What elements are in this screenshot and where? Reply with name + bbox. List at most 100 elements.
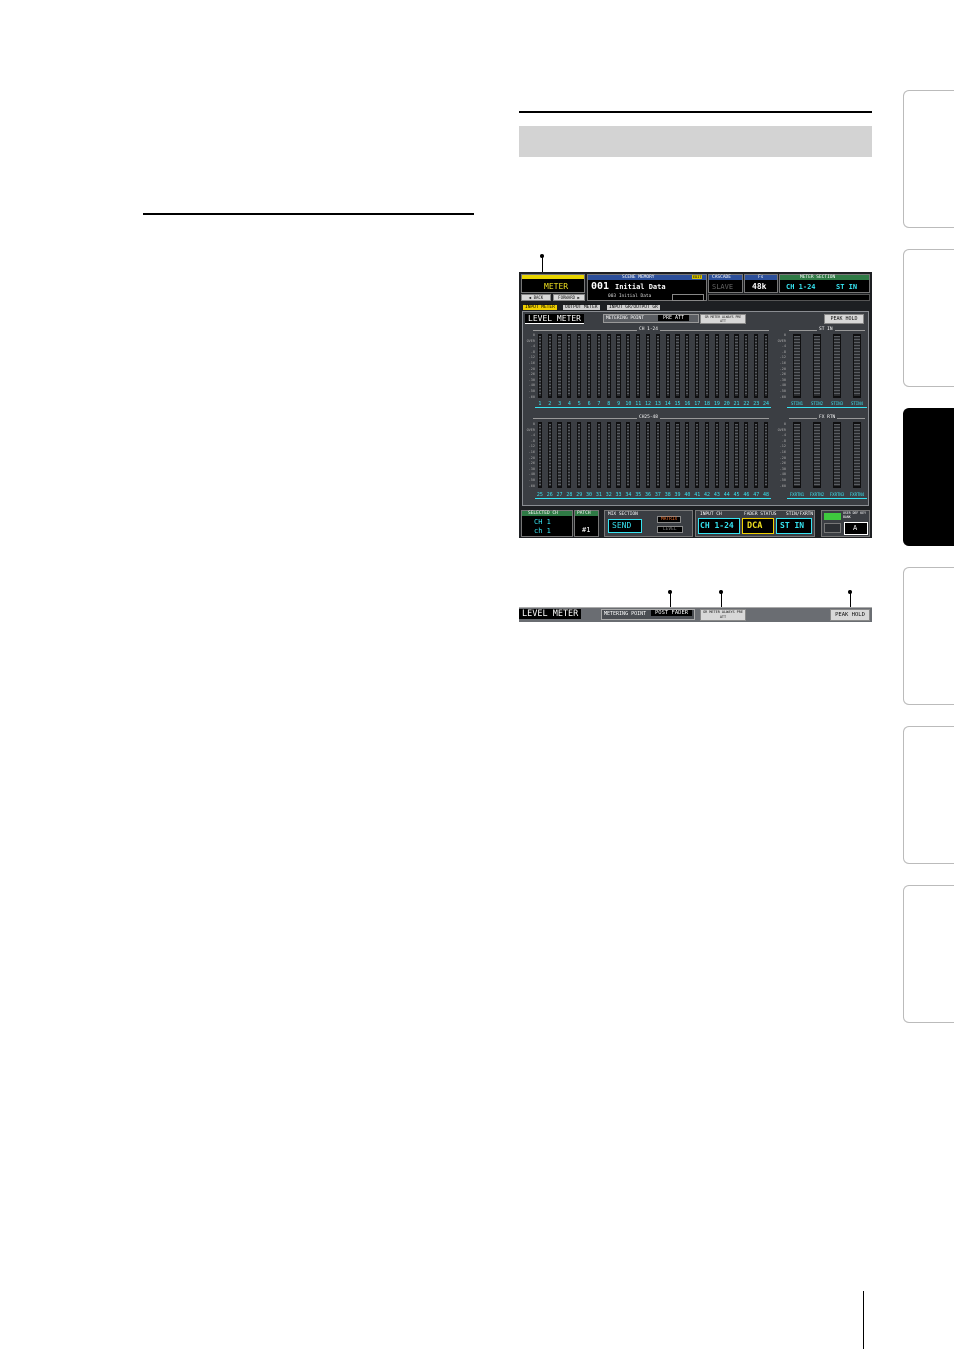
channel-number[interactable]: 18 [704, 401, 711, 407]
channel-number[interactable]: 35 [635, 492, 642, 498]
user-key-value[interactable]: A [853, 524, 858, 532]
channel-number[interactable]: STIN3 [830, 401, 844, 406]
channel-number[interactable]: 38 [664, 492, 671, 498]
channel-number[interactable]: 28 [566, 492, 573, 498]
scale-tick-label: -26 [528, 372, 535, 377]
channel-number[interactable]: 29 [576, 492, 583, 498]
channel-number[interactable]: 9 [617, 401, 621, 407]
channel-number[interactable]: 13 [654, 401, 661, 407]
detail-gr-meter-button[interactable]: GR METER ALWAYS PRE ATT [700, 609, 746, 621]
meter-section-stin[interactable]: ST IN [836, 283, 858, 291]
selected-ch-box[interactable]: SELECTED CH CH 1 ch 1 [521, 510, 573, 537]
channel-number[interactable]: 48 [763, 492, 770, 498]
chapter-tab-2[interactable] [903, 249, 954, 387]
channel-number[interactable]: 30 [586, 492, 593, 498]
channel-number[interactable]: 5 [577, 401, 581, 407]
channel-number[interactable]: 26 [546, 492, 553, 498]
mix-matrix-button[interactable]: MATRIX [657, 516, 682, 523]
mix-level-button[interactable]: LEVEL [657, 526, 683, 533]
channel-number[interactable]: 23 [753, 401, 760, 407]
channel-number[interactable]: 2 [548, 401, 552, 407]
chapter-tab-4[interactable] [903, 567, 954, 705]
channel-number[interactable]: 22 [743, 401, 750, 407]
channel-number[interactable]: 12 [645, 401, 652, 407]
channel-number[interactable]: 31 [595, 492, 602, 498]
gr-meter-pre-att-button[interactable]: GR METER ALWAYS PRE ATT [700, 314, 746, 324]
channel-number[interactable]: 27 [556, 492, 563, 498]
channel-number[interactable]: 8 [607, 401, 611, 407]
channel-number[interactable]: 32 [605, 492, 612, 498]
chapter-tab-5[interactable] [903, 726, 954, 864]
tab-input-meter[interactable]: INPUT METER [523, 305, 557, 310]
channel-number[interactable]: 24 [763, 401, 770, 407]
channel-number[interactable]: STIN1 [790, 401, 804, 406]
scale-tick-label: -26 [779, 461, 786, 466]
channel-number[interactable]: 15 [674, 401, 681, 407]
chapter-tab-3-active[interactable] [903, 408, 954, 546]
channel-number[interactable]: 44 [723, 492, 730, 498]
detail-peak-hold-button[interactable]: PEAK HOLD [830, 609, 870, 621]
back-button[interactable]: ◀ BACK [521, 294, 551, 301]
channel-number[interactable]: 4 [567, 401, 571, 407]
scale-tick-label: -4 [530, 433, 535, 438]
channel-number[interactable]: 25 [536, 492, 543, 498]
channel-number[interactable]: 14 [664, 401, 671, 407]
channel-number[interactable]: STIN4 [850, 401, 864, 406]
scene-memory-box[interactable]: SCENE MEMORY EDIT 001 Initial Data 003 I… [587, 274, 707, 301]
scale-tick-label: -30 [528, 377, 535, 382]
channel-number[interactable]: 45 [733, 492, 740, 498]
channel-number[interactable]: 1 [538, 401, 542, 407]
channel-number[interactable]: 46 [743, 492, 750, 498]
channel-number[interactable]: FXRTN4 [849, 492, 865, 497]
level-meter-bar [675, 422, 680, 488]
chapter-tab-6[interactable] [903, 885, 954, 1023]
channel-number[interactable]: 33 [615, 492, 622, 498]
channel-number-underline [787, 407, 867, 408]
tab-output-meter[interactable]: OUTPUT METER [563, 305, 600, 310]
tab-gr-meter[interactable]: INPUT GR/OUTPUT GR [607, 305, 660, 310]
mix-section-value[interactable]: SEND [612, 521, 632, 530]
level-meter-bar [832, 334, 841, 398]
channel-number[interactable]: 6 [587, 401, 591, 407]
next-scene: 003 Initial Data [608, 294, 652, 299]
channel-number[interactable]: FXRTN3 [829, 492, 845, 497]
channel-number[interactable]: 20 [723, 401, 730, 407]
channel-number[interactable]: FXRTN1 [789, 492, 805, 497]
channel-number[interactable]: 42 [704, 492, 711, 498]
channel-number[interactable]: 47 [753, 492, 760, 498]
channel-number[interactable]: 41 [694, 492, 701, 498]
channel-number[interactable]: 40 [684, 492, 691, 498]
channel-number[interactable]: 19 [713, 401, 720, 407]
level-meter-bar [665, 422, 670, 488]
fader-status-value[interactable]: DCA [747, 521, 763, 531]
channel-number[interactable]: 10 [625, 401, 632, 407]
patch-label: PATCH [577, 511, 591, 516]
forward-button[interactable]: FORWARD ▶ [553, 294, 585, 301]
meter-section-ch[interactable]: CH 1-24 [786, 283, 816, 291]
level-meter-bar [655, 334, 660, 398]
chapter-tab-1[interactable] [903, 90, 954, 228]
input-ch-value[interactable]: CH 1-24 [700, 521, 734, 530]
channel-number[interactable]: 7 [597, 401, 601, 407]
channel-number[interactable]: 16 [684, 401, 691, 407]
channel-number[interactable]: STIN2 [810, 401, 824, 406]
channel-number[interactable]: 36 [645, 492, 652, 498]
channel-number[interactable]: FXRTN2 [809, 492, 825, 497]
channel-number[interactable]: 21 [733, 401, 740, 407]
channel-number[interactable]: 11 [635, 401, 642, 407]
user-key-label: USER DEF KEY BANK [843, 511, 867, 519]
patch-box[interactable]: PATCH #1 [574, 510, 599, 537]
channel-number[interactable]: 34 [625, 492, 632, 498]
metering-point-value[interactable]: PRE ATT [658, 315, 690, 321]
channel-number[interactable]: 43 [713, 492, 720, 498]
channel-number[interactable]: 17 [694, 401, 701, 407]
stin-fxrtn-value[interactable]: ST IN [780, 521, 805, 530]
channel-number[interactable]: 37 [654, 492, 661, 498]
detail-metering-point-value[interactable]: POST FADER [651, 610, 693, 616]
level-meter-bar [792, 334, 801, 398]
level-meter-bar [567, 422, 572, 488]
peak-hold-button[interactable]: PEAK HOLD [824, 314, 864, 324]
channel-number[interactable]: 39 [674, 492, 681, 498]
channel-number[interactable]: 3 [558, 401, 562, 407]
